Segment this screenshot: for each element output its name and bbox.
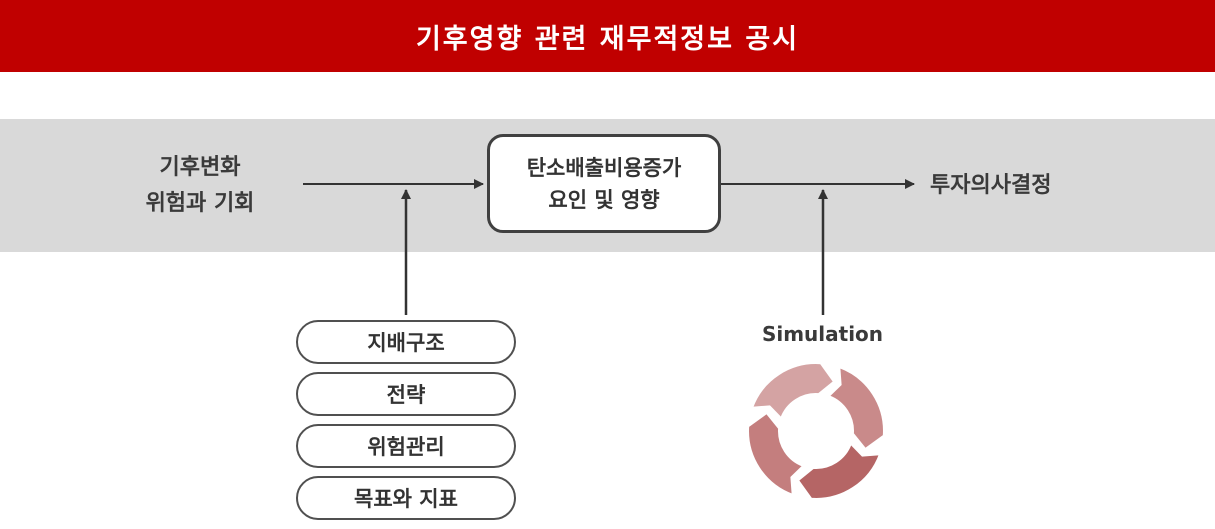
center-box-line1: 탄소배출비용증가 [526, 155, 682, 180]
governance-item-2: 전략 [296, 372, 516, 416]
center-box-line2: 요인 및 영향 [548, 187, 660, 212]
center-box: 탄소배출비용증가 요인 및 영향 [487, 134, 721, 233]
cycle-arrow-segment-4 [747, 411, 806, 497]
output-label: 투자의사결정 [930, 173, 1052, 198]
governance-item-4: 목표와 지표 [296, 476, 516, 520]
governance-item-1: 지배구조 [296, 320, 516, 364]
simulation-label: Simulation [761, 322, 884, 346]
governance-item-3: 위험관리 [296, 424, 516, 468]
page-title: 기후영향 관련 재무적정보 공시 [415, 23, 800, 55]
input-label-line1: 기후변화 [159, 155, 241, 180]
input-label-line2: 위험과 기회 [145, 191, 255, 216]
header-bar: 기후영향 관련 재무적정보 공시 [0, 0, 1215, 72]
cycle-arrow-segment-2 [826, 365, 885, 451]
cycle-arrow-segment-3 [796, 441, 882, 500]
cycle-arrow-segment-1 [750, 362, 836, 421]
input-label: 기후변화 위험과 기회 [95, 150, 305, 222]
